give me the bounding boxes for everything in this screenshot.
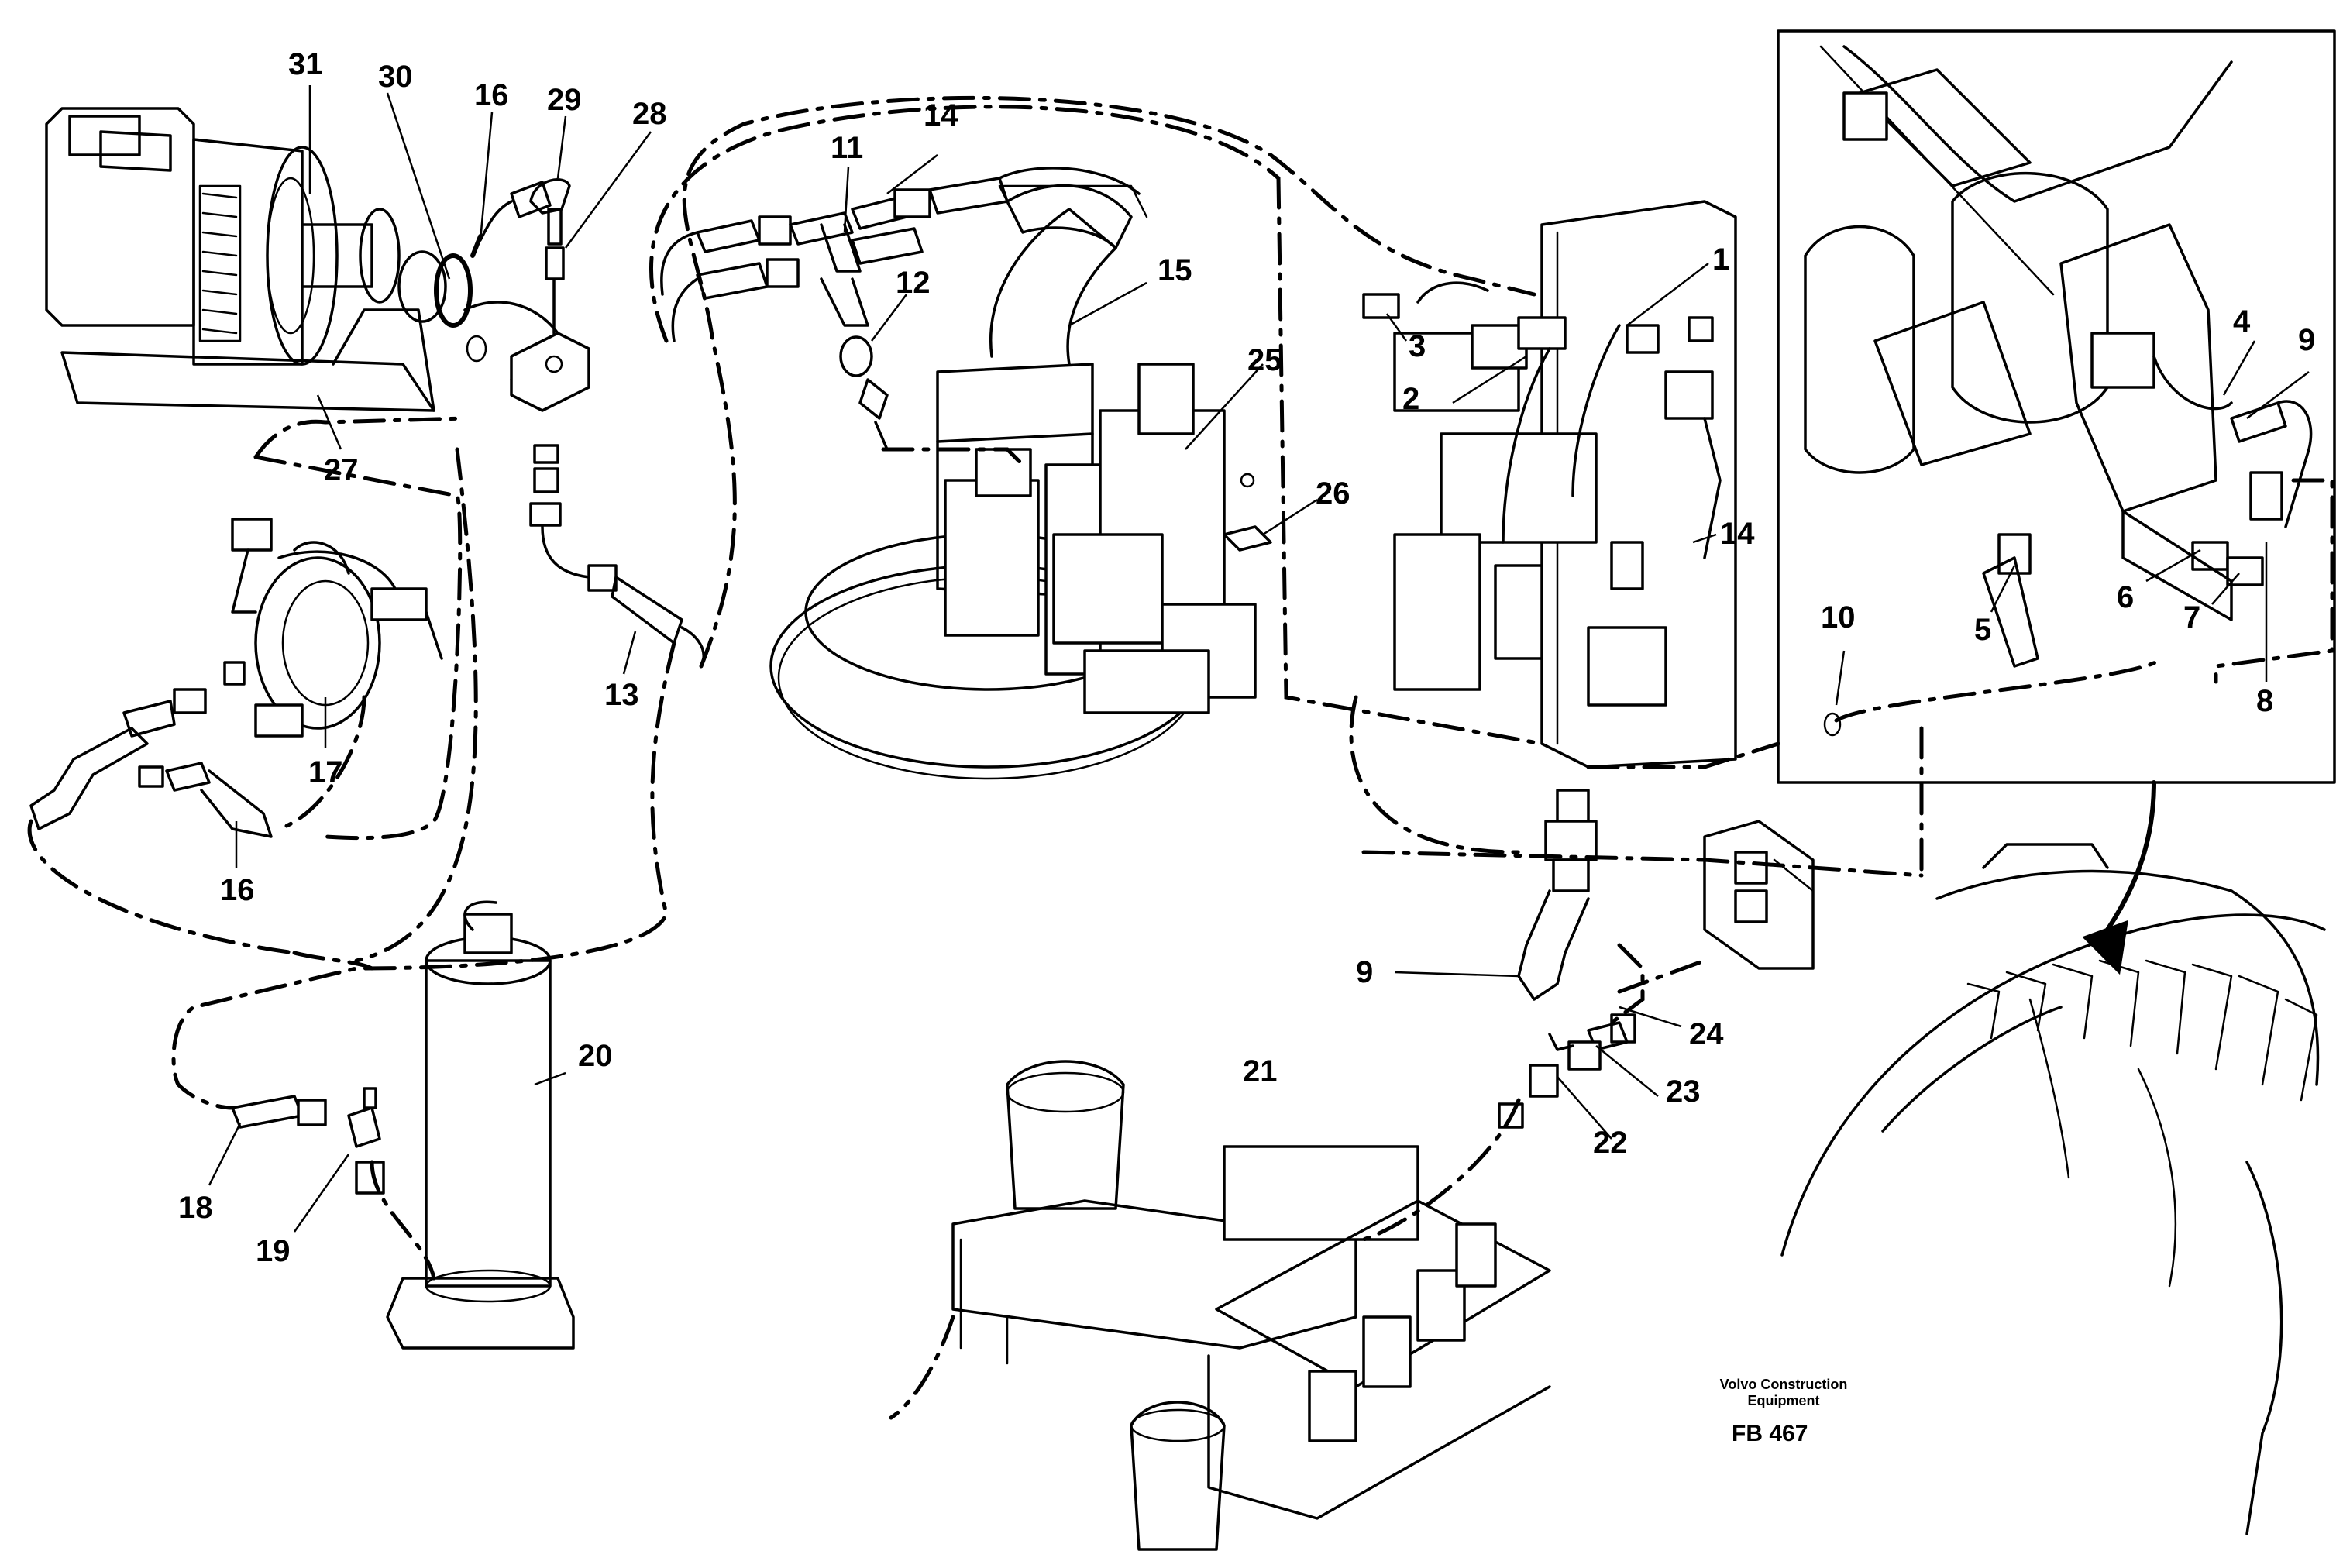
callout-24: 24 [1689, 1017, 1724, 1051]
callout-9: 9 [2298, 323, 2315, 357]
callout-27: 27 [324, 453, 359, 487]
hose-16 [29, 688, 273, 838]
callout-31: 31 [288, 47, 323, 81]
callout-26: 26 [1316, 476, 1350, 511]
callout-8: 8 [2256, 684, 2273, 718]
callout-3: 3 [1409, 329, 1426, 363]
fittings-18-19 [231, 1087, 385, 1195]
callout-16: 16 [474, 78, 509, 112]
callout-29: 29 [547, 83, 582, 117]
valve-cluster-right [1362, 200, 1737, 769]
detail-arrow [2082, 780, 2156, 975]
callout-5: 5 [1974, 613, 1991, 647]
callout-6: 6 [2117, 580, 2134, 614]
callout-23: 23 [1666, 1075, 1701, 1109]
hose-13 [529, 444, 705, 668]
callout-25: 25 [1247, 343, 1282, 377]
callout-10: 10 [1821, 600, 1856, 634]
leader-lines [208, 85, 2310, 1233]
callout-7: 7 [2183, 600, 2200, 634]
callout-17: 17 [308, 755, 343, 789]
callout-19: 19 [256, 1234, 291, 1268]
callout-20: 20 [578, 1039, 613, 1073]
hose-9 [1517, 789, 1598, 1001]
fittings-22-24 [1498, 1013, 1636, 1129]
callout-11: 11 [831, 131, 863, 165]
manufacturer-caption: Volvo Construction Equipment FB 467 [1720, 1377, 1848, 1446]
flywheel-housing [1780, 843, 2326, 1535]
hydraulic-pump-17 [223, 518, 443, 738]
valve-bank-21 [951, 1060, 1551, 1551]
callout-16b: 16 [220, 873, 255, 907]
caption-line-2: Equipment [1748, 1393, 1820, 1408]
callout-1: 1 [1712, 242, 1729, 277]
callout-30: 30 [378, 60, 413, 94]
line-art [27, 29, 2336, 1551]
electric-motor [45, 107, 435, 412]
callout-13: 13 [604, 678, 639, 712]
callout-2: 2 [1402, 382, 1419, 416]
fittings-11-12 [660, 177, 1009, 451]
callout-18: 18 [178, 1191, 213, 1225]
coupling-assembly [397, 178, 590, 412]
figure-code: FB 467 [1732, 1421, 1808, 1446]
callout-21: 21 [1243, 1054, 1278, 1088]
detail-inset [1777, 29, 2336, 784]
callout-22: 22 [1593, 1126, 1628, 1160]
control-valve [769, 167, 1272, 780]
caption-line-1: Volvo Construction [1720, 1377, 1848, 1392]
callout-12: 12 [896, 266, 931, 300]
callout-15: 15 [1158, 253, 1192, 287]
callout-28: 28 [632, 97, 667, 131]
connection-lines [27, 95, 2334, 1420]
mounting-bracket [1703, 820, 1815, 970]
part-number-callouts: 31 30 16 29 28 27 17 16 13 14 11 12 15 2… [178, 47, 2315, 1268]
cylinder-20 [386, 900, 575, 1350]
callout-4: 4 [2233, 304, 2251, 339]
callout-14: 14 [924, 98, 958, 132]
callout-9b: 9 [1356, 955, 1373, 989]
callout-14b: 14 [1720, 517, 1755, 551]
